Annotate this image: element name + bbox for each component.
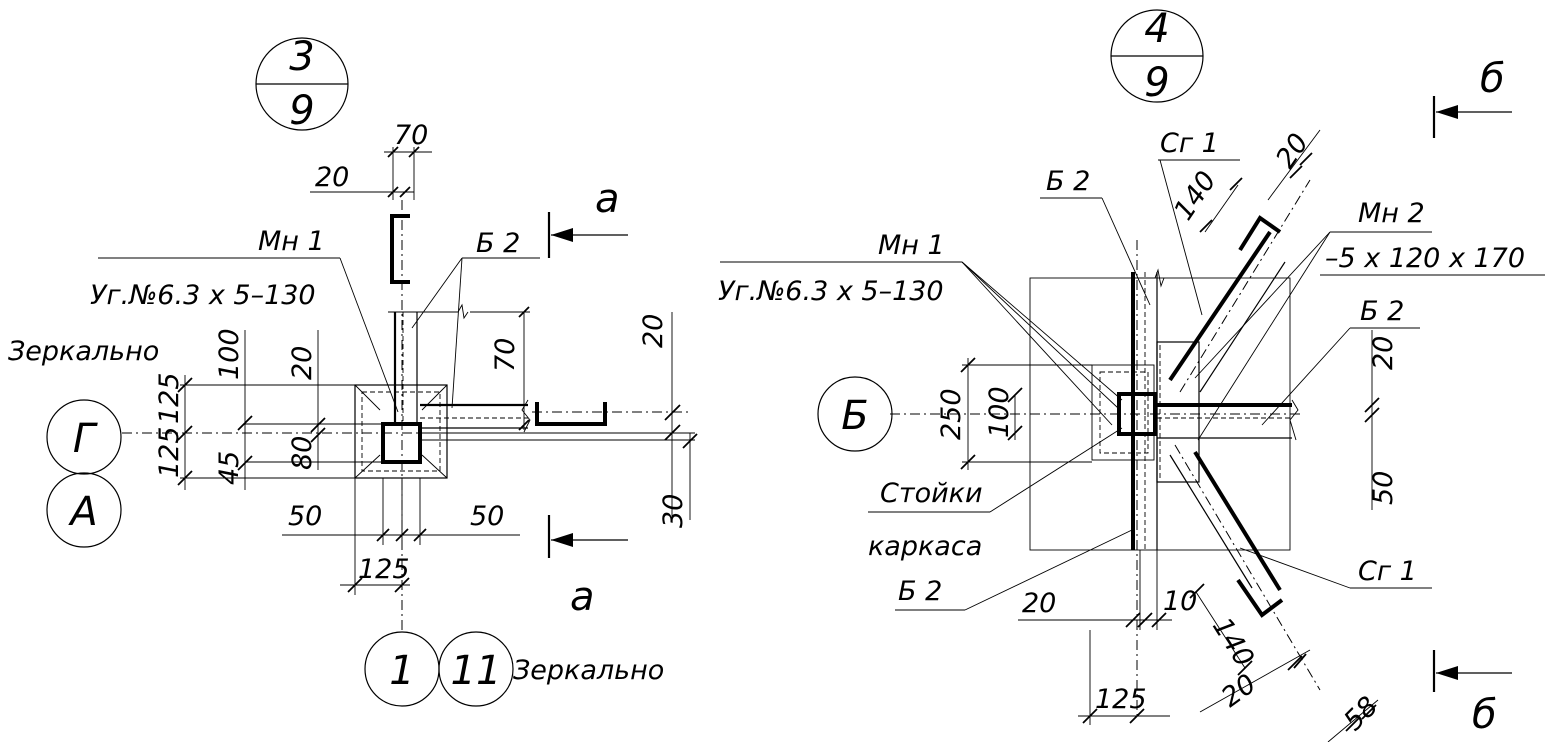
right-section-mark-top: б xyxy=(1432,56,1512,138)
left-dim-80: 80 xyxy=(287,436,318,470)
left-callout-bottom: 9 xyxy=(289,88,314,134)
right-dim-20-diag-top: 20 xyxy=(1270,128,1315,174)
left-dim-45: 45 xyxy=(214,451,245,485)
right-dim-50-right: 50 xyxy=(1368,471,1399,505)
left-callout-top: 3 xyxy=(289,34,314,80)
right-dim-10: 10 xyxy=(1163,586,1197,617)
right-callout-bottom: 9 xyxy=(1144,60,1169,106)
left-mirror-note-left: Зеркально xyxy=(8,336,159,367)
right-dim-250: 250 xyxy=(936,388,967,440)
right-dim-58: 58 xyxy=(1338,691,1384,737)
right-label-cg1-top: Сг 1 xyxy=(1160,128,1219,159)
left-axis-bubble-11 xyxy=(438,631,514,707)
left-top-channel-section xyxy=(390,214,410,284)
left-dim-20-right: 20 xyxy=(638,314,669,348)
right-brace-down xyxy=(1169,444,1321,691)
left-section-label-bottom: а xyxy=(570,574,595,620)
left-vertical-beam xyxy=(388,303,469,424)
left-section-label-top: а xyxy=(595,176,620,222)
right-dim-140-bottom: 140 xyxy=(1206,612,1260,672)
right-dim-100: 100 xyxy=(984,386,1015,438)
left-axis-bubble-g xyxy=(46,399,122,475)
left-label-mn1: Мн 1 xyxy=(258,226,325,257)
right-axis-label-b: Б xyxy=(841,393,868,439)
right-label-posts-2: каркаса xyxy=(868,531,982,562)
right-label-mn1: Мн 1 xyxy=(878,230,945,261)
left-dim-30-right: 30 xyxy=(658,494,689,528)
left-dim-20-top: 20 xyxy=(315,162,349,193)
left-detail: 3 9 а а xyxy=(8,34,698,707)
left-axis-bubble-a xyxy=(46,472,122,548)
left-horizontal-beam xyxy=(420,399,531,433)
left-dim-125-bottom: 125 xyxy=(358,554,410,585)
right-label-cg1-bottom: Сг 1 xyxy=(1358,556,1417,587)
right-vertical-beam xyxy=(1131,268,1165,550)
right-label-b2-bottom: Б 2 xyxy=(898,576,942,607)
left-right-channel-section xyxy=(535,402,607,426)
right-label-b2-top: Б 2 xyxy=(1046,166,1090,197)
right-section-label-top: б xyxy=(1480,56,1505,102)
right-detail: 4 9 б б xyxy=(718,6,1545,742)
left-axis-label-11: 11 xyxy=(451,648,502,694)
left-base-plate xyxy=(354,384,448,479)
right-callout-bubble: 4 9 xyxy=(1110,6,1204,106)
left-section-mark-bottom: а xyxy=(547,515,628,620)
right-dim-20-right: 20 xyxy=(1368,336,1399,370)
right-section-mark-bottom: б xyxy=(1432,650,1512,738)
right-dim-20-diag-bottom: 20 xyxy=(1216,668,1262,713)
right-callout-top: 4 xyxy=(1144,6,1169,52)
right-horizontal-beam xyxy=(1157,399,1299,441)
left-label-angle: Уг.№6.3 x 5–130 xyxy=(90,280,316,311)
right-dim-140-top: 140 xyxy=(1168,166,1223,226)
left-dim-70-top: 70 xyxy=(394,120,428,151)
right-label-b2-right: Б 2 xyxy=(1360,296,1404,327)
left-label-b2: Б 2 xyxy=(476,228,520,259)
right-axis-bubble-b xyxy=(817,376,893,452)
left-mirror-note-bottom: Зеркально xyxy=(513,655,664,686)
right-label-angle: Уг.№6.3 x 5–130 xyxy=(718,276,944,307)
left-dim-70-mid: 70 xyxy=(490,338,521,372)
right-label-posts-1: Стойки xyxy=(880,478,983,509)
right-section-label-bottom: б xyxy=(1472,692,1497,738)
left-dim-50-left: 50 xyxy=(288,501,322,532)
left-dim-125-lower: 125 xyxy=(154,426,185,478)
left-axis-label-1: 1 xyxy=(389,648,414,694)
left-dim-20-mid: 20 xyxy=(287,346,318,380)
left-section-mark-top: а xyxy=(547,176,628,258)
left-axis-label-g: Г xyxy=(73,416,98,462)
right-label-mn2: Мн 2 xyxy=(1358,198,1425,229)
left-axis-label-a: А xyxy=(67,489,97,535)
left-dim-100: 100 xyxy=(214,328,245,380)
left-callout-bubble: 3 9 xyxy=(255,34,349,134)
right-dim-20-bottom: 20 xyxy=(1022,588,1056,619)
right-dim-125: 125 xyxy=(1095,684,1147,715)
right-gusset-plate xyxy=(1156,341,1200,483)
left-dim-50-right: 50 xyxy=(470,501,504,532)
left-dim-125-upper: 125 xyxy=(154,372,185,424)
right-label-plate: –5 x 120 x 170 xyxy=(1325,243,1525,274)
